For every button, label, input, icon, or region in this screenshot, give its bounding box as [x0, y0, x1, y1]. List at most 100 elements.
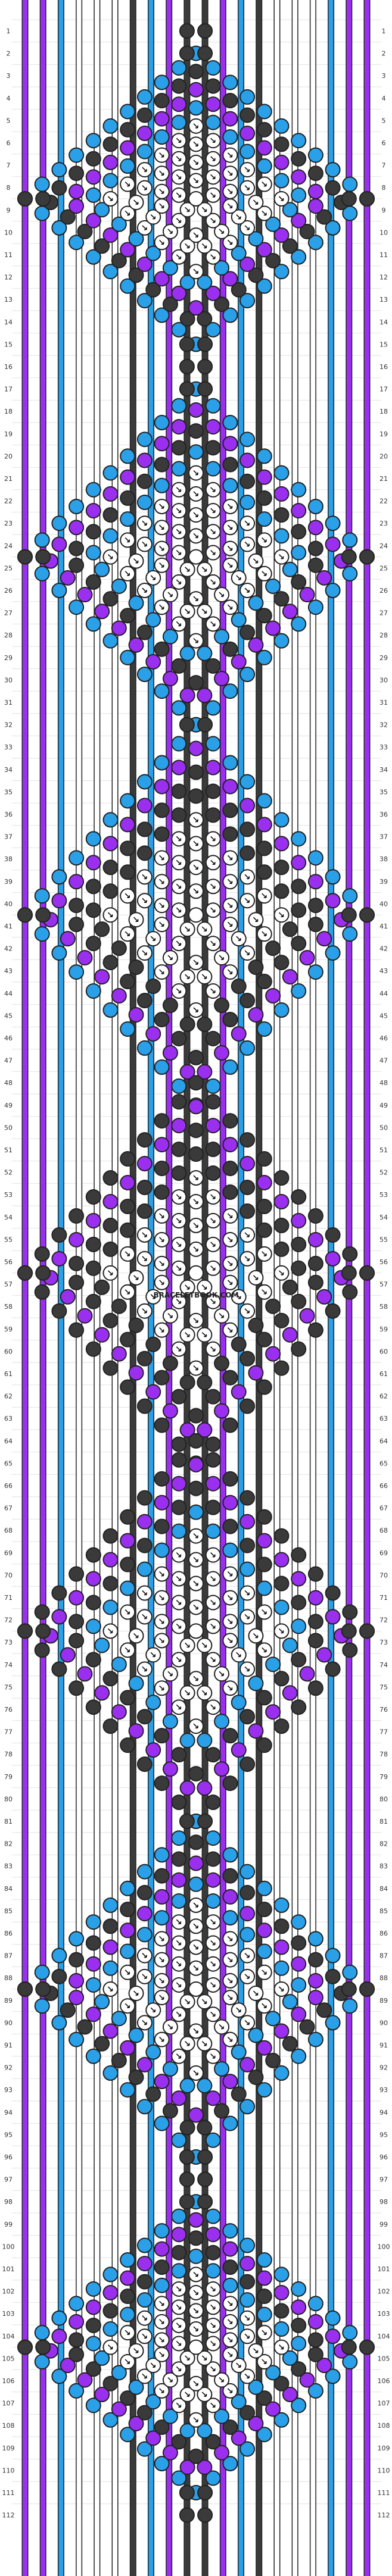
knot-blue: [136, 1561, 153, 1577]
row-number-left: 111: [2, 2489, 15, 2497]
knot-white: [222, 1566, 238, 1582]
knot-white: [239, 1947, 256, 1964]
row-number-left: 60: [4, 1348, 13, 1355]
knot-blue: [102, 118, 119, 134]
knot-white: [231, 931, 247, 947]
knot-purple: [69, 874, 85, 890]
knot-blue: [256, 448, 272, 464]
knot-white: [256, 1642, 272, 1658]
knot-blue: [256, 2082, 272, 2098]
knot-white: [214, 1666, 230, 1682]
row-number-right: 107: [378, 2400, 390, 2408]
knot-white: [136, 515, 153, 532]
knot-blue: [239, 2292, 256, 2308]
knot-blue: [171, 1078, 187, 1094]
knot-black: [307, 2332, 323, 2348]
row-number-left: 72: [4, 1617, 13, 1624]
knot-black: [162, 296, 178, 312]
knot-white: [205, 2361, 221, 2377]
knot-white: [136, 1251, 153, 1267]
knot-white: [145, 2358, 161, 2374]
knot-blue: [120, 104, 136, 120]
knot-blue: [273, 2065, 290, 2081]
knot-black: [85, 1293, 101, 1309]
knot-black: [120, 1556, 136, 1573]
knot-black: [17, 191, 33, 207]
knot-blue: [273, 2412, 290, 2428]
row-number-right: 3: [382, 72, 386, 80]
knot-black: [205, 1851, 221, 1867]
row-number-right: 6: [382, 139, 386, 147]
knot-white: [239, 583, 256, 598]
row-number-left: 81: [4, 1818, 13, 1825]
knot-black: [222, 457, 238, 473]
knot-white: [154, 898, 170, 914]
knot-blue: [85, 616, 101, 632]
knot-blue: [197, 2423, 213, 2439]
knot-blue: [214, 1714, 230, 1730]
knot-white: [205, 1547, 221, 1563]
knot-purple: [179, 1422, 195, 1438]
knot-blue: [205, 2208, 221, 2224]
knot-white: [102, 191, 119, 207]
knot-black: [291, 902, 307, 918]
knot-black: [171, 78, 187, 94]
knot-black: [188, 1834, 204, 1850]
knot-black: [256, 1198, 272, 1214]
knot-blue: [120, 649, 136, 665]
row-number-right: 24: [379, 542, 388, 550]
knot-purple: [265, 1346, 281, 1362]
knot-black: [205, 1142, 221, 1158]
row-number-right: 4: [382, 95, 386, 102]
knot-black: [51, 1585, 67, 1601]
knot-black: [222, 1775, 238, 1792]
knot-black: [291, 1595, 307, 1611]
knot-white: [222, 2031, 238, 2047]
knot-purple: [60, 2358, 76, 2374]
knot-blue: [291, 983, 307, 999]
knot-white: [222, 1231, 238, 1248]
knot-blue: [120, 2082, 136, 2098]
row-number-left: 106: [2, 2377, 15, 2385]
knot-blue: [128, 1675, 144, 1692]
knot-blue: [273, 465, 290, 481]
knot-black: [205, 1094, 221, 1110]
row-number-left: 40: [4, 900, 13, 908]
knot-blue: [136, 432, 153, 448]
knot-purple: [291, 503, 307, 519]
knot-purple: [85, 2299, 101, 2315]
knot-blue: [162, 2408, 178, 2424]
row-number-left: 33: [4, 743, 13, 751]
knot-black: [256, 1556, 272, 1573]
knot-blue: [102, 633, 119, 649]
knot-white: [188, 1960, 204, 1976]
knot-blue: [231, 245, 247, 261]
knot-black: [85, 902, 101, 918]
knots-layer: [17, 23, 375, 2523]
row-number-left: 52: [4, 1169, 13, 1177]
knot-black: [136, 1132, 153, 1148]
knot-purple: [273, 1193, 290, 1209]
knot-white: [171, 1212, 187, 1228]
knot-white: [205, 2397, 221, 2414]
knot-black: [136, 624, 153, 640]
knot-purple: [120, 242, 136, 258]
knot-black: [85, 1341, 101, 1357]
knot-purple: [265, 988, 281, 1004]
knot-purple: [77, 587, 93, 603]
knot-white: [239, 162, 256, 178]
knot-purple: [273, 1552, 290, 1568]
knot-blue: [239, 432, 256, 448]
knot-purple: [307, 874, 323, 890]
row-number-right: 97: [379, 2176, 388, 2184]
knot-black: [154, 1161, 170, 1177]
row-number-left: 110: [2, 2466, 15, 2474]
knot-blue: [282, 1994, 298, 2010]
knot-white: [188, 1918, 204, 1934]
knot-white: [248, 195, 264, 211]
knot-white: [205, 574, 221, 590]
knot-black: [248, 2069, 264, 2086]
row-number-left: 36: [4, 811, 13, 818]
row-number-left: 22: [4, 498, 13, 505]
knot-blue: [256, 1021, 272, 1037]
